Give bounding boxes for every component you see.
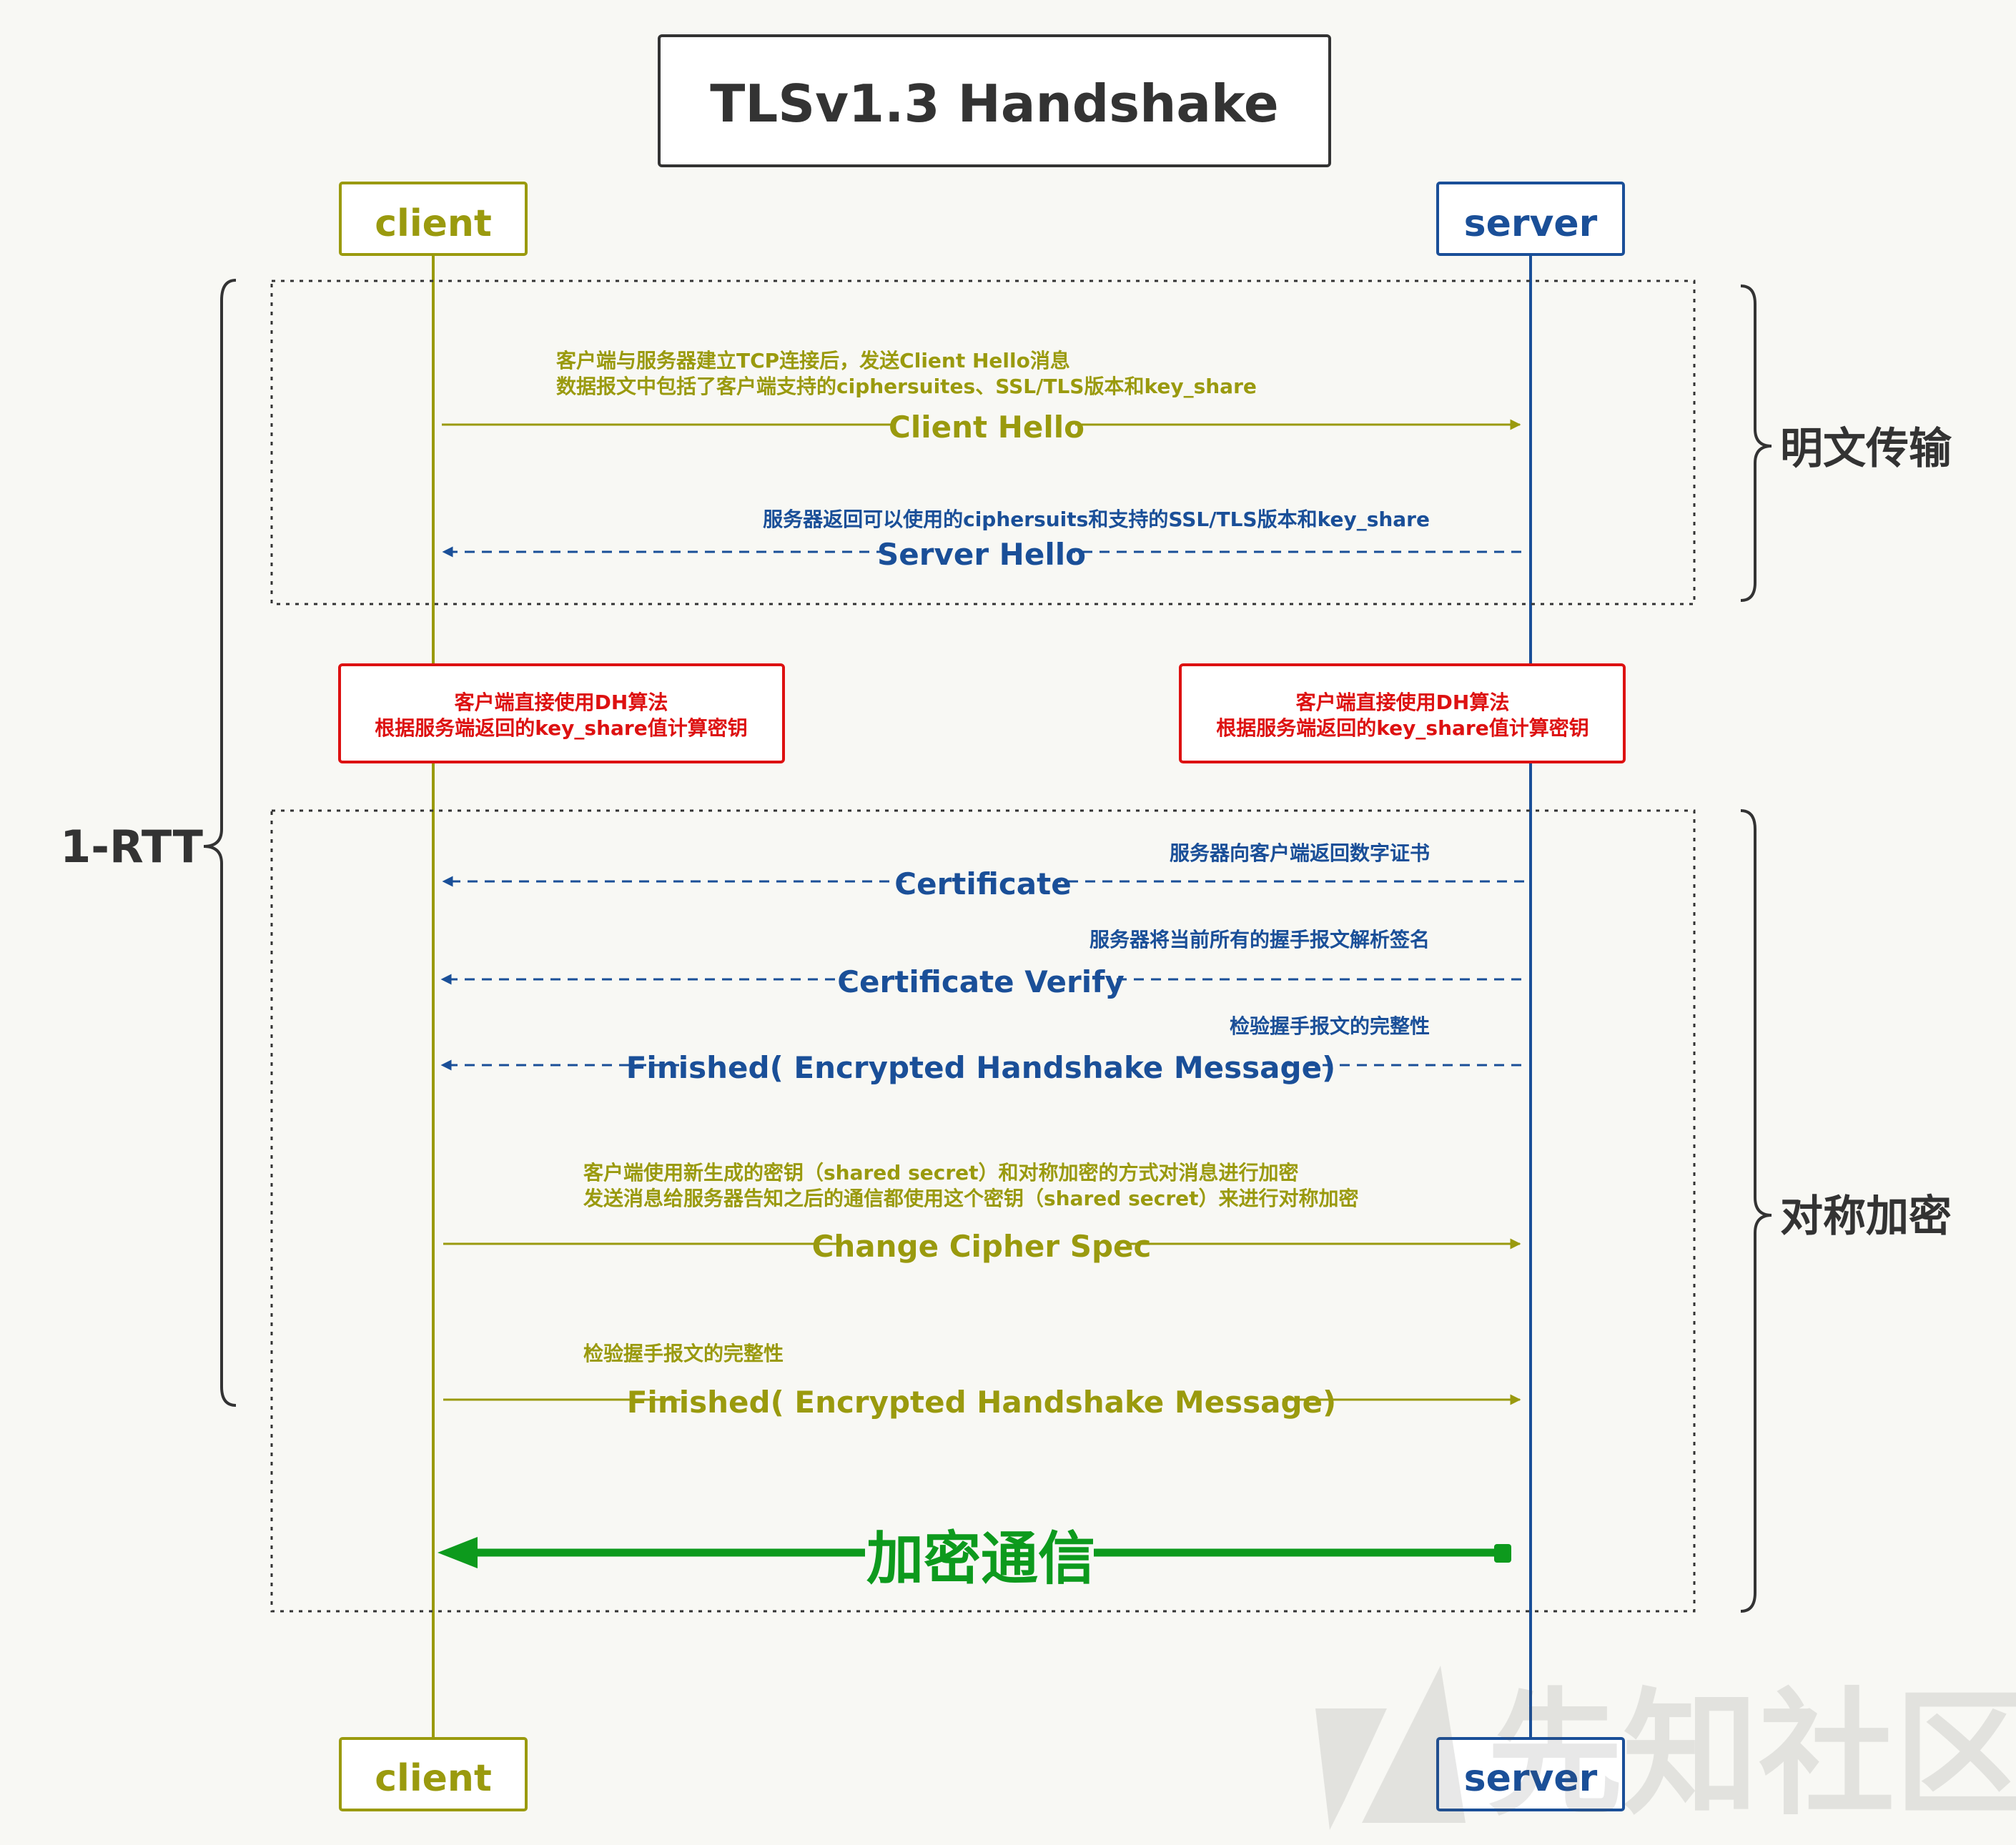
message-label: Server Hello — [877, 537, 1086, 572]
rtt-label: 1-RTT — [60, 821, 203, 873]
message-label: Finished( Encrypted Handshake Message) — [626, 1050, 1336, 1085]
message-label: Change Cipher Spec — [812, 1229, 1152, 1264]
message-label: Certificate — [894, 866, 1071, 901]
client-key-note: 客户端直接使用DH算法 根据服务端返回的key_share值计算密钥 — [338, 663, 785, 763]
message-desc: 服务器返回可以使用的ciphersuits和支持的SSL/TLS版本和key_s… — [763, 508, 1430, 531]
plaintext-brace: 明文传输 — [1740, 285, 1952, 602]
encrypted-label: 对称加密 — [1780, 1192, 1952, 1242]
title-box: TLSv1.3 Handshake — [658, 34, 1331, 167]
diagram-title: TLSv1.3 Handshake — [710, 74, 1279, 134]
watermark-logo — [1315, 1708, 1387, 1830]
message-client-hello: 客户端与服务器建立TCP连接后，发送Client Hello消息 数据报文中包括… — [442, 349, 1521, 445]
watermark-text: 先知社区 — [1487, 1676, 2016, 1834]
message-desc: 服务器将当前所有的握手报文解析签名 — [1089, 928, 1430, 951]
client-note-line-1: 客户端直接使用DH算法 — [455, 691, 668, 714]
server-participant-bottom: server — [1436, 1737, 1625, 1811]
message-label: Certificate Verify — [837, 964, 1125, 999]
client-participant-top: client — [339, 182, 528, 256]
server-note-line-1: 客户端直接使用DH算法 — [1296, 691, 1510, 714]
message-desc: 发送消息给服务器告知之后的通信都使用这个密钥（shared secret）来进行… — [583, 1187, 1359, 1210]
secure-channel-label: 加密通信 — [866, 1525, 1095, 1592]
secure-endcap-right — [1494, 1544, 1511, 1563]
message-desc: 数据报文中包括了客户端支持的ciphersuites、SSL/TLS版本和key… — [556, 375, 1257, 398]
server-label: server — [1464, 1757, 1598, 1800]
message-desc: 客户端使用新生成的密钥（shared secret）和对称加密的方式对消息进行加… — [583, 1161, 1299, 1184]
watermark-logo — [1362, 1666, 1466, 1823]
message-desc: 检验握手报文的完整性 — [1230, 1014, 1430, 1038]
message-certificate-verify: 服务器将当前所有的握手报文解析签名 Certificate Verify — [440, 928, 1521, 999]
message-desc: 客户端与服务器建立TCP连接后，发送Client Hello消息 — [556, 349, 1070, 372]
message-desc: 检验握手报文的完整性 — [583, 1342, 784, 1365]
message-desc: 服务器向客户端返回数字证书 — [1170, 841, 1430, 865]
rtt-brace: 1-RTT — [60, 279, 237, 1407]
plaintext-label: 明文传输 — [1780, 424, 1952, 474]
message-server-hello: 服务器返回可以使用的ciphersuits和支持的SSL/TLS版本和key_s… — [442, 508, 1521, 572]
message-label: Finished( Encrypted Handshake Message) — [627, 1385, 1337, 1420]
client-label: client — [375, 1757, 492, 1800]
client-note-line-2: 根据服务端返回的key_share值计算密钥 — [375, 716, 747, 740]
server-participant-top: server — [1436, 182, 1625, 256]
encrypted-phase-frame — [270, 809, 1696, 1613]
client-participant-bottom: client — [339, 1737, 528, 1811]
message-server-finished: 检验握手报文的完整性 Finished( Encrypted Handshake… — [440, 1014, 1521, 1085]
server-label: server — [1464, 202, 1598, 245]
client-label: client — [375, 202, 492, 245]
plaintext-phase-frame — [270, 280, 1696, 605]
secure-arrowhead-left — [438, 1537, 478, 1568]
message-client-finished: 检验握手报文的完整性 Finished( Encrypted Handshake… — [443, 1342, 1521, 1420]
secure-channel: 加密通信 — [438, 1523, 1511, 1592]
server-note-line-2: 根据服务端返回的key_share值计算密钥 — [1216, 716, 1588, 740]
watermark: 先知社区 — [1315, 1666, 2016, 1834]
server-key-note: 客户端直接使用DH算法 根据服务端返回的key_share值计算密钥 — [1179, 663, 1626, 763]
message-change-cipher-spec: 客户端使用新生成的密钥（shared secret）和对称加密的方式对消息进行加… — [443, 1161, 1521, 1264]
message-label: Client Hello — [889, 410, 1084, 445]
encrypted-brace: 对称加密 — [1740, 809, 1952, 1613]
message-certificate: 服务器向客户端返回数字证书 Certificate — [442, 841, 1524, 901]
